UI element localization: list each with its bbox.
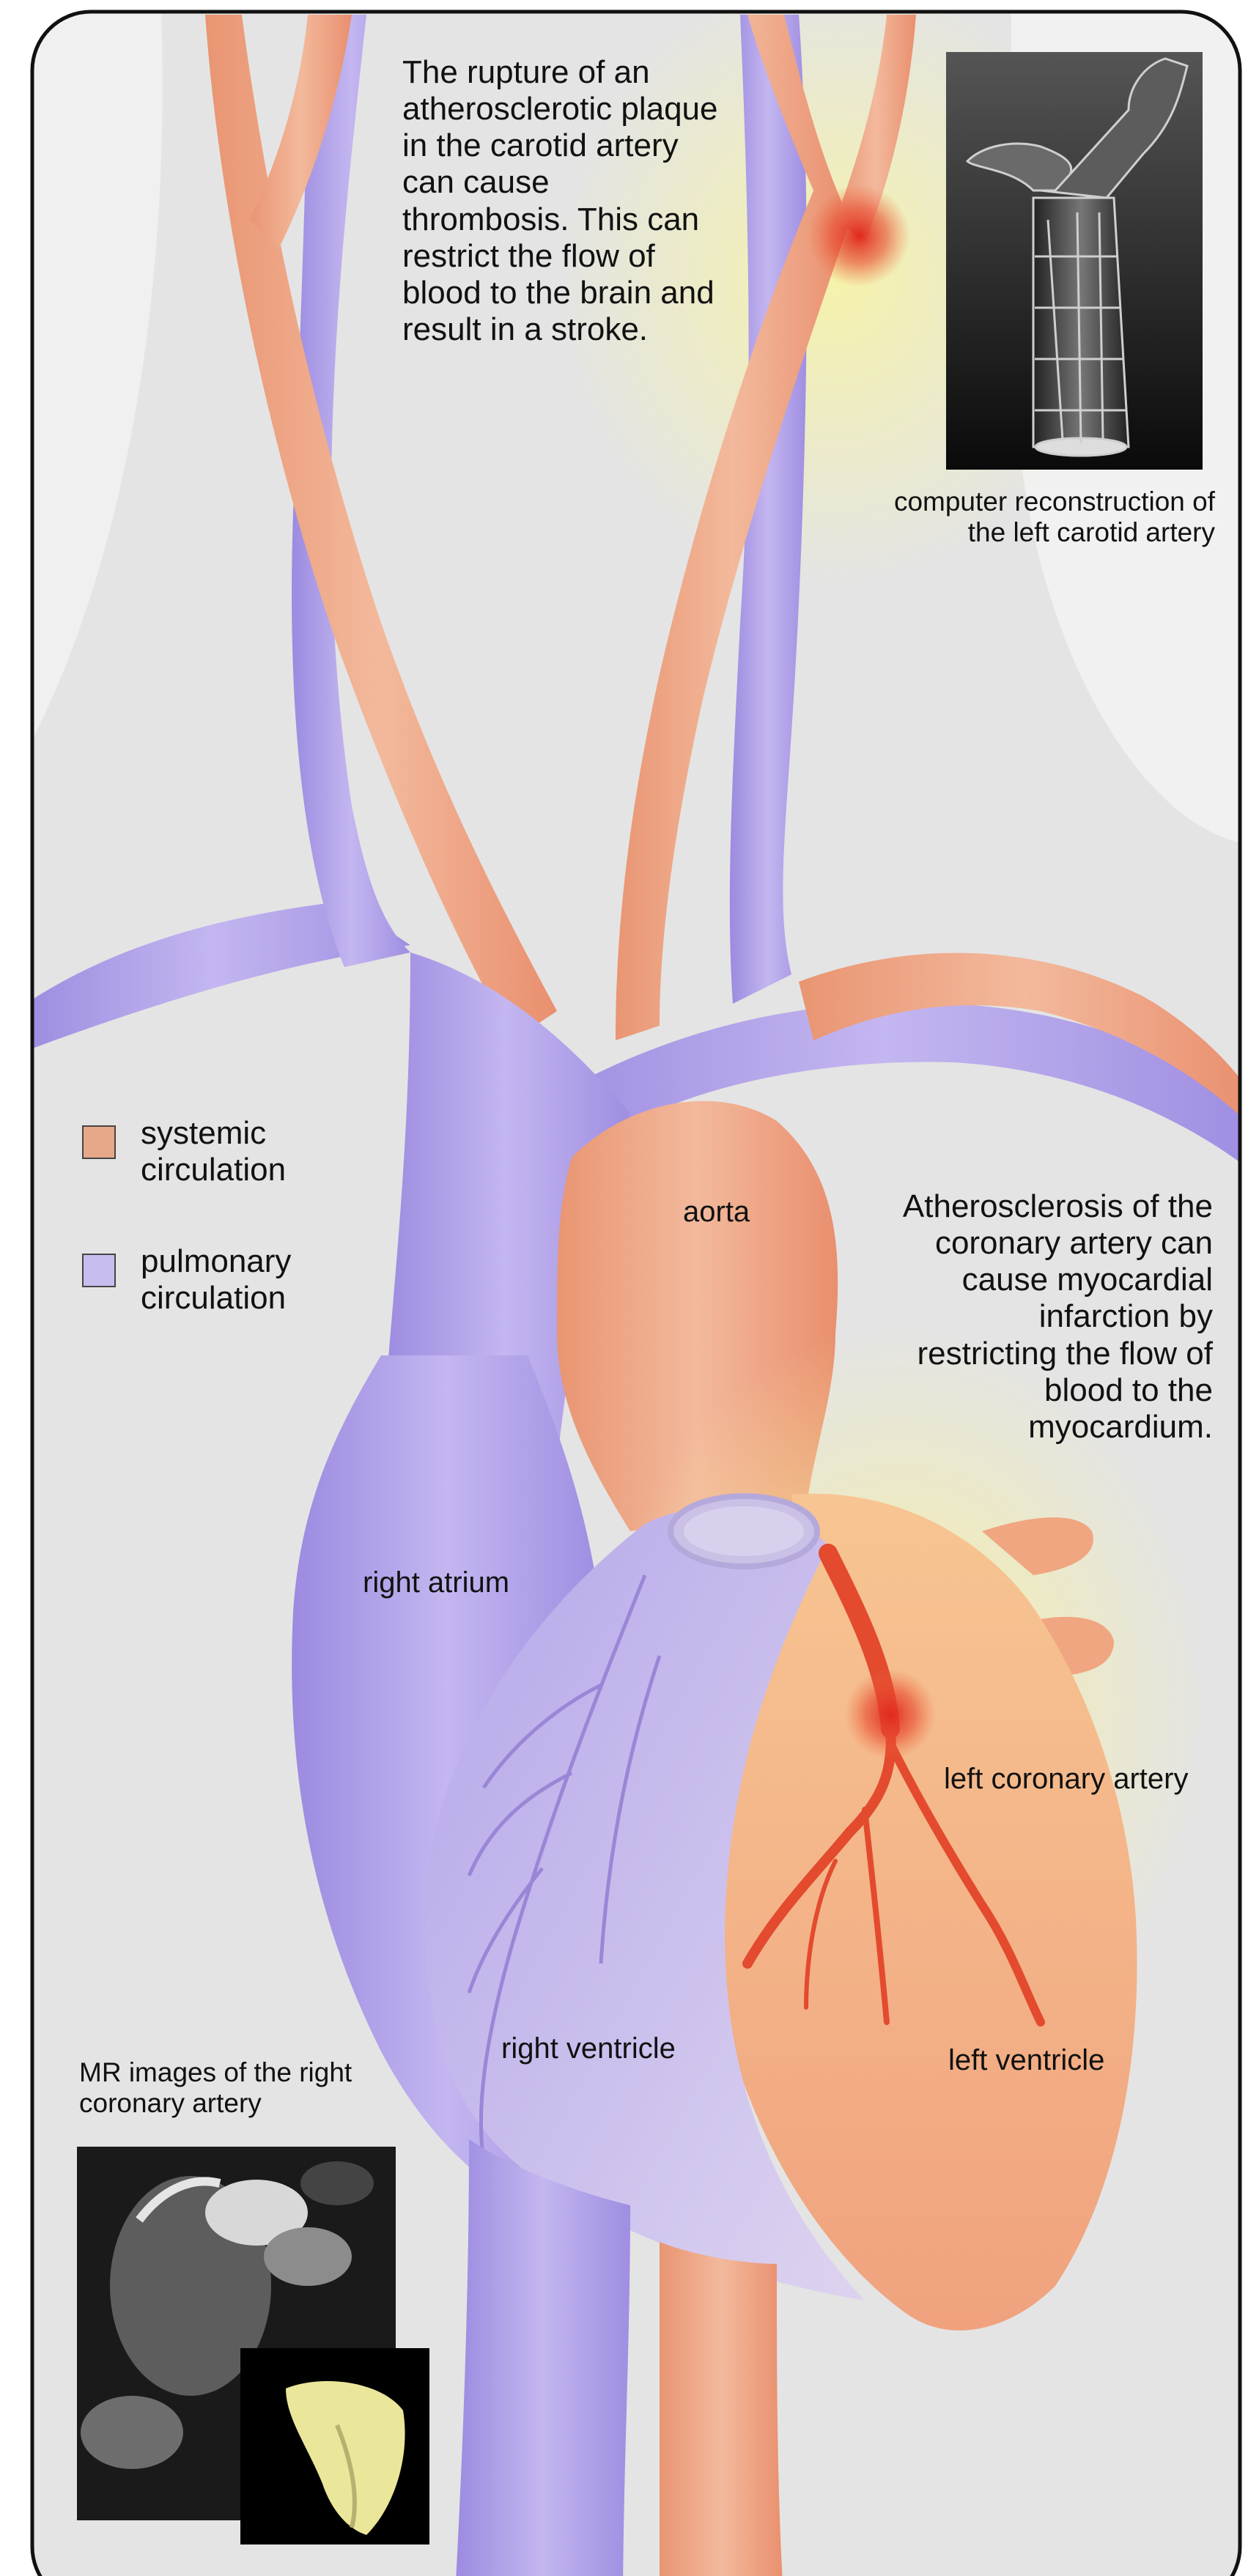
- legend-systemic-swatch: [82, 1125, 116, 1159]
- legend-pulmonary-label: pulmonary circulation: [141, 1243, 331, 1317]
- label-aorta: aorta: [683, 1196, 750, 1229]
- mr-images-caption: MR images of the right coronary artery: [79, 2057, 387, 2119]
- coronary-annotation: Atherosclerosis of the coronary artery c…: [901, 1188, 1213, 1446]
- carotid-annotation: The rupture of an atherosclerotic plaque…: [402, 54, 725, 348]
- label-left-coronary-artery: left coronary artery: [944, 1763, 1188, 1796]
- carotid-reconstruction-caption: computer reconstruction of the left caro…: [857, 486, 1215, 548]
- label-right-atrium: right atrium: [363, 1566, 509, 1600]
- descending-aorta: [660, 2242, 784, 2576]
- coronary-plaque-marker: [845, 1669, 936, 1760]
- label-left-ventricle: left ventricle: [948, 2044, 1104, 2078]
- label-right-ventricle: right ventricle: [501, 2032, 676, 2066]
- carotid-plaque-marker: [808, 185, 910, 287]
- legend-pulmonary-swatch: [82, 1254, 116, 1287]
- inferior-vena-cava: [454, 2139, 630, 2576]
- legend-systemic: systemic circulation: [82, 1115, 331, 1188]
- pulmonary-trunk-inner: [684, 1506, 804, 1556]
- legend-systemic-label: systemic circulation: [141, 1115, 331, 1188]
- legend-pulmonary: pulmonary circulation: [82, 1243, 331, 1317]
